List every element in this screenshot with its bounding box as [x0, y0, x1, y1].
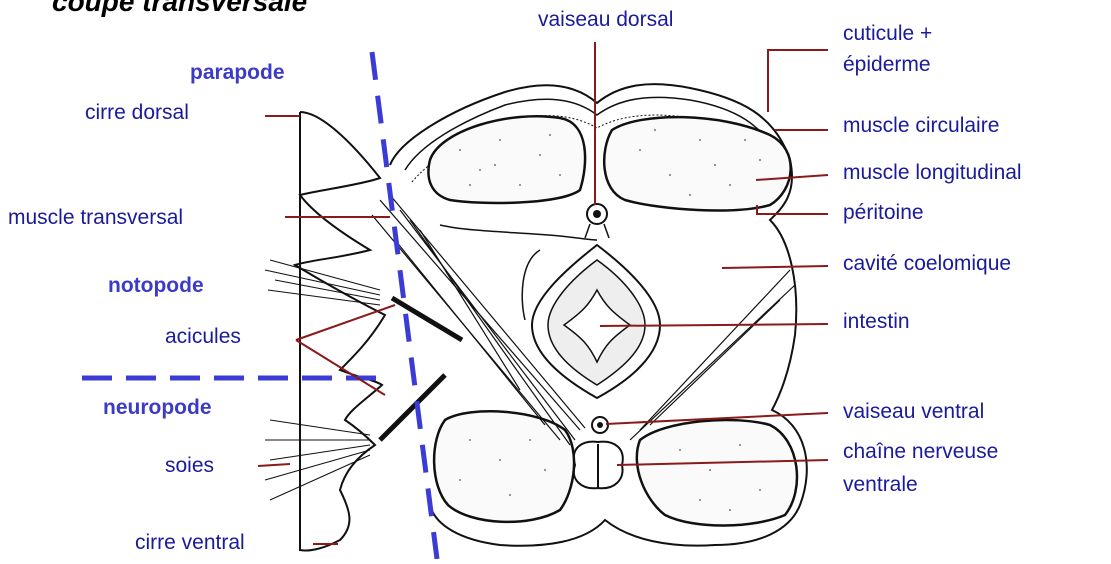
label-vaiseau-dorsal: vaiseau dorsal [538, 8, 673, 32]
label-chaine-nerveuse: chaîne nerveuse [843, 440, 998, 464]
label-muscle-transversal: muscle transversal [8, 206, 183, 230]
label-muscle-longitudinal: muscle longitudinal [843, 161, 1022, 185]
region-label-neuropode: neuropode [103, 396, 212, 420]
label-cirre-dorsal: cirre dorsal [85, 101, 189, 125]
label-peritoine: péritoine [843, 201, 924, 225]
label-intestin: intestin [843, 310, 910, 334]
label-acicules: acicules [165, 325, 241, 349]
label-muscle-circulaire: muscle circulaire [843, 114, 999, 138]
dorsal-muscle-right [604, 117, 790, 210]
ventral-muscle-left [434, 411, 574, 522]
label-cavite-coelomique: cavité coelomique [843, 252, 1011, 276]
label-soies: soies [165, 454, 214, 478]
acicule-upper [392, 298, 462, 340]
parapode-outline [295, 112, 385, 551]
label-ventrale: ventrale [843, 473, 918, 497]
label-cirre-ventral: cirre ventral [135, 531, 245, 555]
label-epiderme: épiderme [843, 53, 931, 77]
diagram-title: coupe transversale [52, 0, 307, 18]
ventral-muscle-right [637, 420, 797, 526]
label-vaiseau-ventral: vaiseau ventral [843, 400, 984, 424]
region-label-parapode: parapode [190, 61, 285, 85]
label-cuticule: cuticule + [843, 22, 932, 46]
region-label-notopode: notopode [108, 274, 204, 298]
